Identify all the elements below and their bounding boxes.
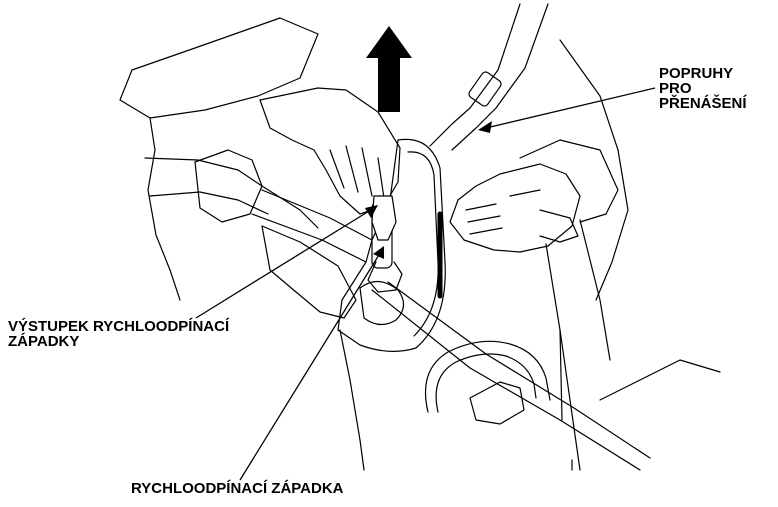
right-glove: [450, 164, 580, 252]
carry-straps-label-line3: PŘENÁŠENÍ: [659, 96, 747, 111]
left-sleeve: [120, 18, 318, 118]
leg-outline: [340, 330, 580, 470]
torso-right: [560, 40, 628, 300]
right-cord: [600, 360, 720, 400]
leader-straps-head: [478, 121, 492, 133]
right-sleeve: [520, 140, 618, 222]
strap-down-right: [540, 210, 610, 420]
leader-latch-head: [373, 246, 384, 259]
carry-straps-label-line1: POPRUHY: [659, 66, 747, 81]
handle-grip: [470, 382, 524, 424]
main-shaft: [372, 282, 650, 470]
carry-straps-label-line2: PRO: [659, 81, 747, 96]
shoulder-outline: [148, 118, 180, 300]
carry-straps-label: POPRUHY PRO PŘENÁŠENÍ: [659, 66, 747, 111]
upper-glove-fingers: [330, 146, 384, 198]
latch-tab-label: VÝSTUPEK RYCHLOODPÍNACÍ ZÁPADKY: [8, 319, 229, 349]
latch-clip: [368, 262, 402, 292]
latch-tab-label-line2: ZÁPADKY: [8, 334, 229, 349]
right-glove-fingers: [466, 190, 540, 234]
strap-buckle: [467, 70, 502, 107]
left-arm-lower: [145, 158, 318, 228]
rear-shaft: [252, 190, 372, 262]
loop-handle-inner: [436, 354, 536, 412]
leader-tab: [196, 208, 374, 318]
left-arm-under: [150, 192, 268, 214]
leader-straps: [486, 88, 655, 128]
quick-release-latch-label: RYCHLOODPÍNACÍ ZÁPADKA: [131, 481, 344, 496]
rear-handle: [195, 150, 262, 222]
arrow-up-icon: [366, 26, 412, 112]
latch-tab-label-line1: VÝSTUPEK RYCHLOODPÍNACÍ: [8, 319, 229, 334]
